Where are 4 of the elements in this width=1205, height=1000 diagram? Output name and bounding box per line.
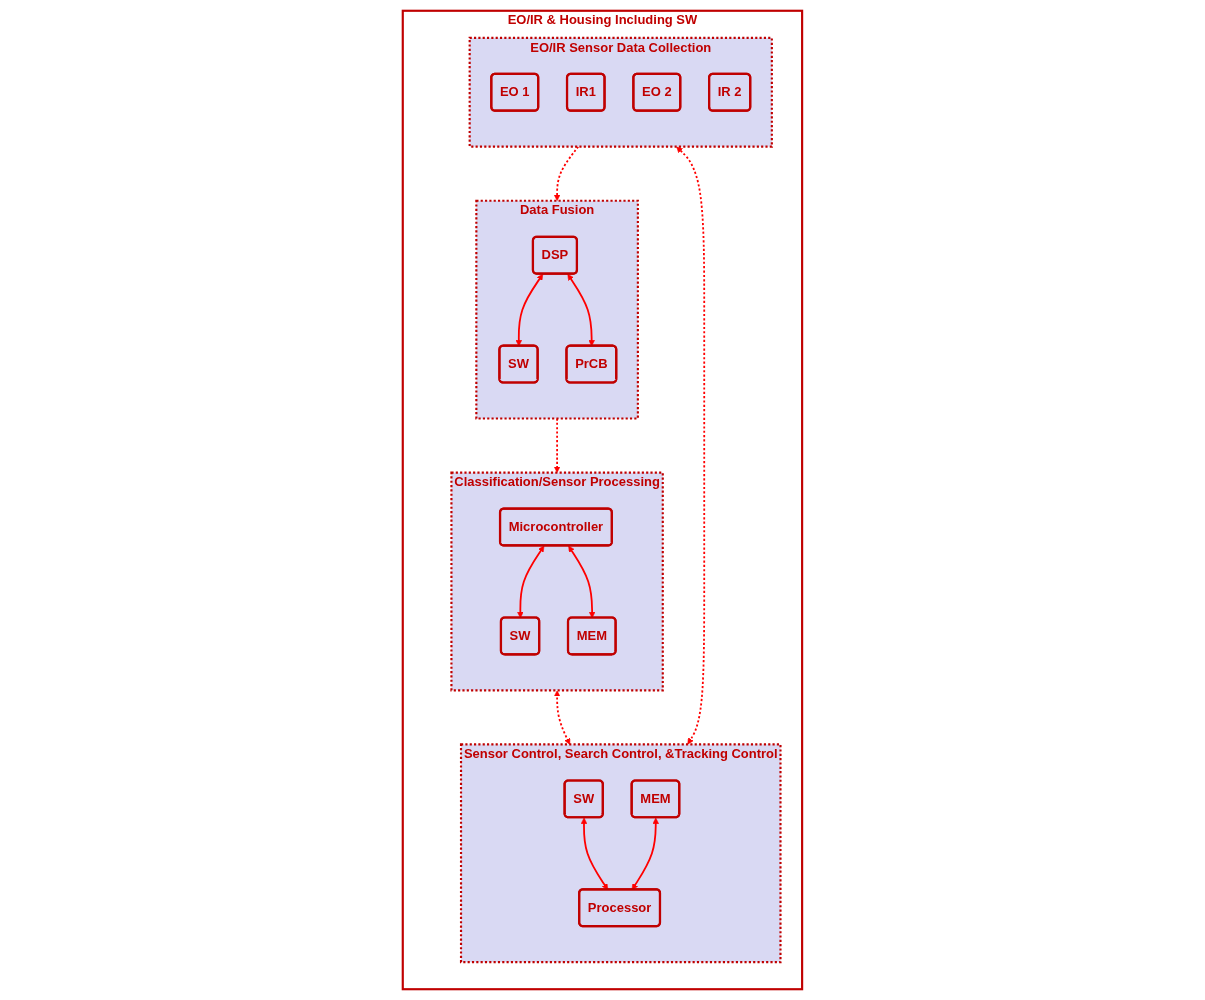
arrow — [580, 817, 609, 890]
arrow — [676, 146, 706, 745]
arrow — [554, 690, 571, 745]
arrow — [631, 817, 659, 890]
